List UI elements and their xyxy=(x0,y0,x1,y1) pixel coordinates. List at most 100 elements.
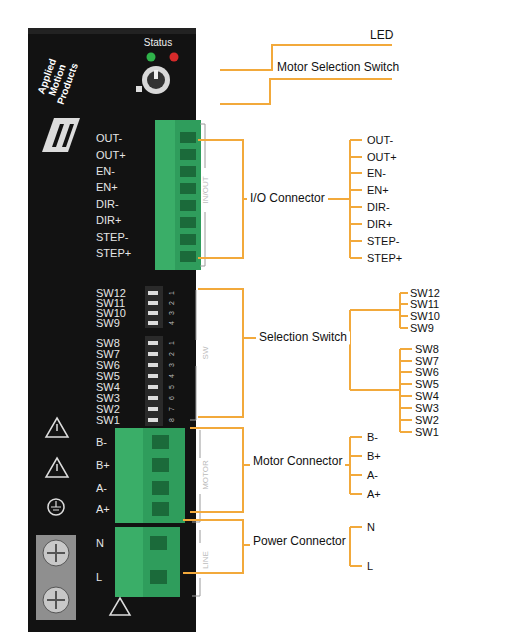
red-led xyxy=(170,53,179,62)
terminal xyxy=(152,502,169,516)
line-connector xyxy=(115,527,180,597)
switch-label: SW9 xyxy=(410,322,434,334)
terminal-label: N xyxy=(367,521,375,533)
terminal xyxy=(180,149,196,160)
switch-number: 2 xyxy=(168,352,176,356)
pin-label: OUT- xyxy=(367,134,393,146)
ground-plate xyxy=(36,535,76,620)
terminal xyxy=(180,132,196,143)
callout-title: LED xyxy=(370,29,393,42)
pin-label: EN+ xyxy=(96,181,118,193)
leader-line xyxy=(183,520,362,573)
pin-label: STEP- xyxy=(367,235,399,247)
dip-switch xyxy=(148,396,158,400)
switch-label: SW4 xyxy=(415,390,439,402)
switch-label: SW11 xyxy=(410,298,439,310)
switch-label: SW1 xyxy=(96,414,120,426)
pin-label: EN+ xyxy=(367,184,389,196)
dip-switch xyxy=(148,352,158,356)
green-led xyxy=(147,53,156,62)
terminal-label: L xyxy=(96,571,102,583)
switch-label: SW10 xyxy=(410,310,440,322)
logo-stripe xyxy=(62,124,74,147)
motor-connector-side xyxy=(115,428,143,523)
panel-bracket xyxy=(192,530,200,596)
callout-title: Motor Selection Switch xyxy=(277,61,399,74)
pin-label: DIR+ xyxy=(367,218,392,230)
pin-label: STEP- xyxy=(96,231,128,243)
terminal-label: N xyxy=(96,537,104,549)
switch-label: SW4 xyxy=(96,381,120,393)
io-connector-side xyxy=(155,120,175,270)
ground-symbol xyxy=(48,499,64,515)
pin-label: STEP+ xyxy=(96,247,131,259)
screw xyxy=(43,540,69,566)
switch-label: SW8 xyxy=(96,337,120,349)
terminal xyxy=(152,435,169,449)
screw-slot xyxy=(47,591,65,609)
dip-switch xyxy=(148,407,158,411)
terminal-label: A- xyxy=(367,469,378,481)
switch-number: 3 xyxy=(168,311,176,315)
switch-number: 3 xyxy=(168,363,176,367)
switch-label: SW3 xyxy=(96,392,120,404)
terminal xyxy=(180,217,196,228)
switch-number: 7 xyxy=(168,407,176,411)
terminal xyxy=(152,458,169,472)
terminal xyxy=(180,200,196,211)
dip-switch xyxy=(148,418,158,422)
terminal-label: L xyxy=(367,560,373,572)
switch-label: SW5 xyxy=(96,370,120,382)
motor-connector xyxy=(115,428,185,523)
terminal xyxy=(150,536,167,550)
logo-icon xyxy=(42,118,80,152)
pin-label: EN- xyxy=(96,165,115,177)
dip-switch xyxy=(148,363,158,367)
switch-number: 1 xyxy=(168,291,176,295)
io-connector xyxy=(155,120,201,270)
terminal-label: A+ xyxy=(367,488,381,500)
rotary-knob xyxy=(147,71,165,89)
switch-label: SW2 xyxy=(96,403,120,415)
callout-title: Selection Switch xyxy=(256,331,350,344)
warning-triangle xyxy=(46,418,68,437)
switch-label: SW8 xyxy=(415,343,439,355)
panel-bracket xyxy=(190,290,196,420)
terminal xyxy=(180,166,196,177)
pin-label: DIR- xyxy=(96,198,119,210)
driver-top xyxy=(28,28,196,34)
ground-mark xyxy=(51,501,61,510)
switch-number: 1 xyxy=(168,341,176,345)
warning-mark xyxy=(56,424,58,431)
terminal-label: A+ xyxy=(96,503,110,515)
warning-mark xyxy=(56,464,58,471)
pin-label: EN- xyxy=(367,167,386,179)
warning-triangle xyxy=(46,458,68,477)
switch-number: 6 xyxy=(168,396,176,400)
dip-switch-block xyxy=(145,336,163,426)
switch-number: 4 xyxy=(168,321,176,325)
switch-label: SW5 xyxy=(415,378,439,390)
rotary-switch xyxy=(142,66,170,94)
terminal xyxy=(180,251,196,262)
connector-label: IN/OUT xyxy=(202,176,211,203)
leader-line xyxy=(220,79,392,104)
switch-number: 4 xyxy=(168,374,176,378)
terminal-label: B+ xyxy=(96,459,110,471)
switch-label: SW3 xyxy=(415,402,439,414)
dip-switch xyxy=(148,301,158,305)
terminal xyxy=(150,570,167,584)
leader-line xyxy=(198,140,350,258)
terminal-label: A- xyxy=(96,482,107,494)
pin-label: STEP+ xyxy=(367,252,402,264)
status-text: Status xyxy=(144,37,172,48)
line-connector-side xyxy=(115,527,143,597)
terminal xyxy=(180,234,196,245)
warning-triangle xyxy=(110,598,130,615)
pin-label: OUT+ xyxy=(367,151,397,163)
dip-switch xyxy=(148,311,158,315)
callout-title: Motor Connector xyxy=(250,455,345,468)
terminal-label: B- xyxy=(367,431,378,443)
leader-line xyxy=(198,289,400,432)
callout-title: Power Connector xyxy=(250,535,349,548)
